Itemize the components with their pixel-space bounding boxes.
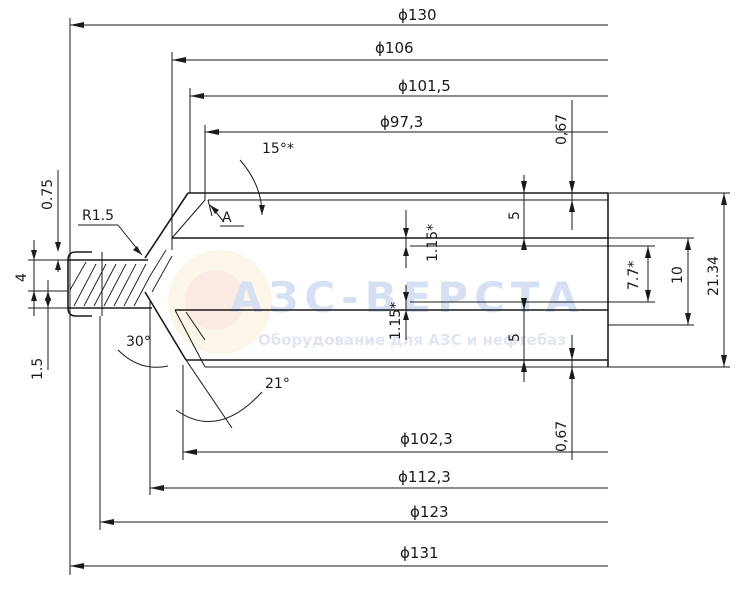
dim-d101-5: ϕ101,5 <box>398 77 451 95</box>
watermark-tagline: Оборудование для АЗС и нефтебаз <box>258 331 566 349</box>
hatch-pattern <box>69 249 173 307</box>
dim-gap-bottom: 0,67 <box>554 421 570 452</box>
dim-d130: ϕ130 <box>398 6 437 24</box>
dim-five-top: 5 <box>507 211 523 220</box>
dim-left-4: 4 <box>14 273 30 282</box>
dim-d112-3: ϕ112,3 <box>398 468 451 486</box>
part-profile <box>67 192 609 368</box>
diameter-dimensions-bottom: ϕ102,3 ϕ112,3 ϕ123 ϕ131 <box>70 300 608 569</box>
dim-left-075: 0.75 <box>40 179 56 210</box>
dim-height-10: 10 <box>670 266 686 284</box>
dim-height-7-7: 7.7* <box>626 261 642 290</box>
dim-d131: ϕ131 <box>400 544 439 562</box>
watermark-logo: АЗС-ВЕРСТА Оборудование для АЗС и нефтеб… <box>168 250 584 354</box>
height-dimensions: 0,67 0,67 5 5 1.15* 1.15* 7.7* <box>388 100 730 460</box>
dim-step-bottom: 1.15* <box>388 302 404 340</box>
radius-and-angles: R1.5 15°* A 30° 21° <box>78 141 294 429</box>
dim-angle-15: 15°* <box>262 141 294 157</box>
dim-gap-top: 0,67 <box>554 114 570 145</box>
dim-view-label: A <box>222 210 232 226</box>
dim-radius: R1.5 <box>82 208 114 224</box>
dim-left-15: 1.5 <box>30 358 46 380</box>
dim-five-bottom: 5 <box>507 333 523 342</box>
watermark-emblem <box>168 250 272 354</box>
dim-angle-30: 30° <box>126 334 151 350</box>
dim-step-top: 1.15* <box>425 224 441 262</box>
dim-height-total: 21.34 <box>706 256 722 296</box>
watermark-brand: АЗС-ВЕРСТА <box>230 273 584 322</box>
left-dimensions: 0.75 4 1.5 <box>14 170 68 380</box>
dim-d123: ϕ123 <box>410 503 449 521</box>
dim-d102-3: ϕ102,3 <box>400 430 453 448</box>
diameter-dimensions-top: ϕ130 ϕ106 ϕ101,5 ϕ97,3 <box>69 6 608 575</box>
dim-angle-21: 21° <box>265 376 290 392</box>
dim-d106: ϕ106 <box>375 39 414 57</box>
dim-d97-3: ϕ97,3 <box>380 113 423 131</box>
